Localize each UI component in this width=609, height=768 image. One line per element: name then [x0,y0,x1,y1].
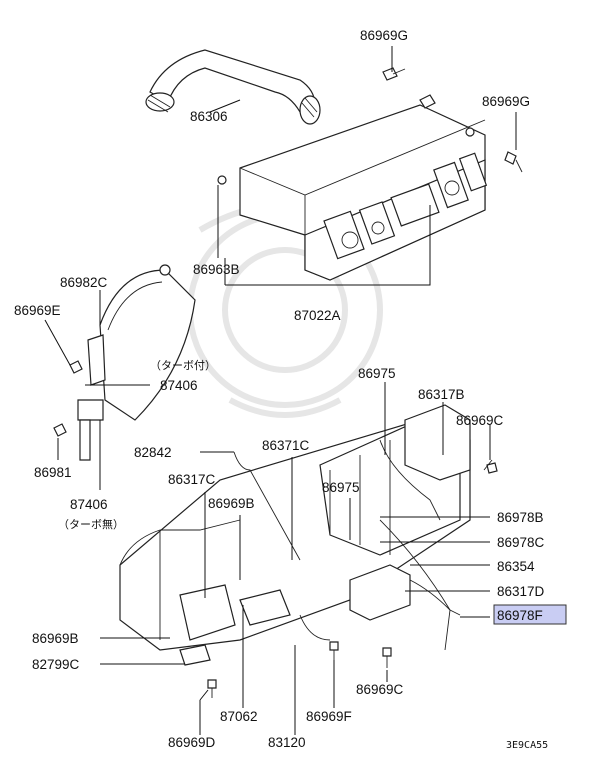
label-86969G-top[interactable]: 86969G [360,28,408,43]
label-86371C[interactable]: 86371C [262,438,310,453]
label-86969C-lower[interactable]: 86969C [356,682,404,697]
wiring-drawing [233,439,461,651]
label-86963B[interactable]: 86963B [193,262,240,277]
heater-unit-drawing [119,404,471,666]
selected-part-highlight [493,604,567,625]
label-86969E[interactable]: 86969E [14,303,61,318]
actuator-drawing [77,264,196,461]
label-87406-upper[interactable]: 87406 [160,378,198,393]
note-turbo-without: （ターボ無） [58,517,124,531]
label-87406-lower[interactable]: 87406 [70,497,108,512]
hose-86306-drawing [145,49,321,125]
label-86306[interactable]: 86306 [190,109,228,124]
label-87022A[interactable]: 87022A [294,308,341,323]
label-86969D[interactable]: 86969D [168,735,216,750]
label-86978F[interactable]: 86978F [497,608,543,623]
label-83120[interactable]: 83120 [268,735,306,750]
label-82842[interactable]: 82842 [134,445,172,460]
climate-control-panel-drawing [217,94,488,281]
label-82799C[interactable]: 82799C [32,657,80,672]
label-86975-lower[interactable]: 86975 [322,480,360,495]
label-86969B-upper[interactable]: 86969B [208,496,255,511]
label-86354[interactable]: 86354 [497,559,535,574]
label-86978B[interactable]: 86978B [497,510,544,525]
label-86969F[interactable]: 86969F [306,709,352,724]
label-86317C[interactable]: 86317C [168,472,216,487]
label-87062[interactable]: 87062 [220,709,258,724]
label-86978C[interactable]: 86978C [497,535,545,550]
note-turbo-with: （ターボ付） [150,359,216,372]
label-86982C[interactable]: 86982C [60,275,108,290]
label-86969C-right[interactable]: 86969C [456,413,504,428]
label-86969B-lower[interactable]: 86969B [32,631,79,646]
label-86317B[interactable]: 86317B [418,387,465,402]
label-86981[interactable]: 86981 [34,465,72,480]
label-86317D[interactable]: 86317D [497,584,545,599]
drawing-code: 3E9CA55 [506,740,548,751]
leader-lines [44,46,517,735]
label-86975-upper[interactable]: 86975 [358,366,396,381]
label-86969G-right[interactable]: 86969G [482,94,530,109]
